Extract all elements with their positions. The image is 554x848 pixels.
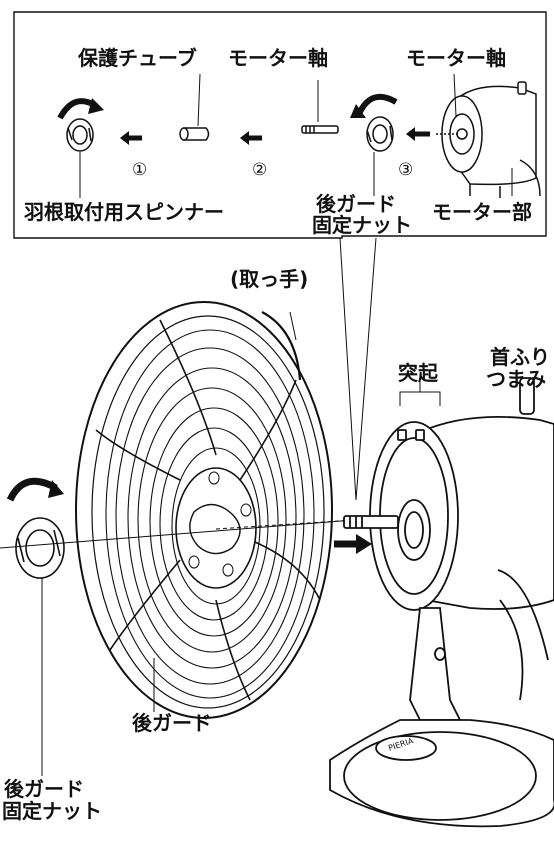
label-motor-unit: モーター部 [432,200,532,224]
step-number-1: ① [132,160,148,180]
label-protective-tube: 保護チューブ [78,46,197,70]
motor-unit-main-part [343,377,554,701]
label-motor-shaft-2: モーター軸 [406,46,506,70]
inset-box [13,11,547,239]
protective-tube-part [179,127,210,141]
step-number-3: ③ [398,160,414,180]
rear-guard-nut-bottom-part [6,477,65,579]
motor-unit-top-part [436,81,541,198]
label-tilt-knob-2: つまみ [486,367,546,391]
label-motor-shaft-1: モーター軸 [228,46,328,70]
step-number-2: ② [252,160,268,180]
step-arrow-3 [406,127,430,141]
axis-line [0,519,355,549]
axis-line-dashed [215,519,355,530]
inset-leader-lines [79,73,513,198]
rear-guard-nut-top-part [350,93,398,152]
motor-shaft-part [301,80,339,134]
label-rear-guard-nut-top-2: 固定ナット [312,213,412,237]
push-arrow [334,534,372,554]
blade-spinner-part [57,98,104,152]
label-protrusion: 突起 [398,361,438,385]
label-rear-guard-nut-bottom-2: 固定ナット [2,799,102,823]
stand-part [329,607,554,828]
label-rear-guard-nut-top-1: 後ガード [316,192,396,216]
step-arrow-2 [240,131,262,145]
label-rear-guard-nut-bottom-1: 後ガード [4,777,84,801]
callout-lines [339,237,377,501]
label-tilt-knob-1: 首ふり [490,345,550,369]
label-handle: (取っ手) [230,267,309,291]
main-leader-lines [41,311,441,776]
label-blade-spinner: 羽根取付用スピンナー [24,200,224,224]
step-arrow-1 [120,131,142,145]
label-rear-guard: 後ガード [132,711,212,735]
rear-guard-part [75,301,333,719]
